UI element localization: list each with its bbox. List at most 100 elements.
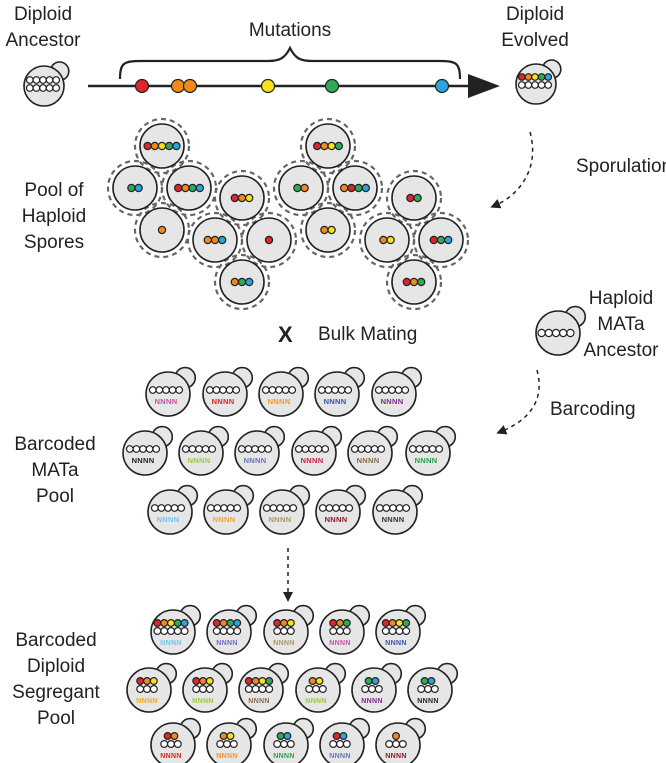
chromosome-slot	[361, 684, 370, 693]
mutation-dot	[340, 183, 349, 193]
chromosome-slot	[338, 504, 347, 512]
chromosome-slot	[428, 445, 437, 453]
diploid-segregant-cell: NNNN	[319, 604, 371, 655]
chromosome-slot	[225, 386, 234, 394]
mutation-dot	[258, 676, 267, 685]
mutation-dot	[149, 676, 158, 685]
chromosome-slot	[314, 445, 323, 453]
chromosome-slot	[208, 445, 217, 453]
mutation-dot	[406, 193, 415, 203]
chromosome-slot	[237, 445, 246, 453]
spore	[219, 259, 265, 305]
chromosome-slot	[517, 81, 526, 89]
chromosome-slot	[220, 504, 228, 512]
chromosome-slot	[39, 84, 47, 92]
mutation-dot	[329, 618, 338, 627]
mata-barcoded-cell: NNNN	[203, 484, 255, 535]
spore	[391, 259, 437, 305]
mata-barcoded-cell: NNNN	[347, 425, 399, 476]
spore-wall	[299, 117, 357, 175]
chromosome-slot	[381, 386, 390, 394]
diploid-ancestor-cell	[23, 61, 70, 107]
chromosome-slot	[265, 684, 274, 693]
chromosome-slot	[329, 626, 338, 635]
barcode-label: NNNN	[273, 753, 294, 760]
chromosome-slot	[294, 445, 303, 453]
mutation-dot	[379, 235, 388, 245]
mutation-dot	[163, 731, 172, 740]
chromosome-slot	[157, 504, 166, 512]
chromosome-slot	[401, 386, 410, 394]
cell-body	[347, 430, 393, 476]
barcode-label: NNNN	[415, 456, 438, 465]
diploid-segregant-cell: NNNN	[375, 604, 427, 655]
mutation-dot	[265, 676, 274, 685]
chromosome-slot	[153, 626, 162, 635]
chromosome-slot	[345, 504, 354, 512]
chromosome-slot	[275, 386, 283, 394]
mutation-dot	[334, 141, 343, 151]
label-mutations: Mutations	[248, 20, 332, 41]
mutation-dot	[172, 141, 181, 151]
chromosome-slot	[331, 386, 339, 394]
mutation-dot	[199, 676, 208, 685]
chromosome-slot	[45, 84, 54, 92]
chromosome-slot	[173, 739, 182, 748]
spore-wall	[213, 169, 271, 227]
chromosome-slot	[537, 81, 546, 89]
chromosome-slot	[39, 76, 47, 84]
barcode-label: NNNN	[269, 515, 292, 524]
mutation-dot	[371, 676, 380, 685]
chromosome-slot	[305, 684, 314, 693]
mutation-dot	[386, 235, 395, 245]
chromosome-slot	[381, 626, 390, 635]
mutation-dot	[226, 618, 235, 627]
chromosome-slot	[415, 445, 424, 453]
cell-body	[145, 371, 191, 417]
chromosome-slot	[219, 386, 227, 394]
chromosome-slot	[402, 626, 411, 635]
mutation-dot	[392, 731, 401, 740]
mutation-dot	[226, 731, 235, 740]
chromosome-slot	[233, 626, 242, 635]
barcode-label: NNNN	[216, 640, 237, 647]
chromosome-slot	[566, 328, 575, 338]
chromosome-slot	[308, 445, 316, 453]
chromosome-slot	[32, 76, 41, 84]
mata-barcoded-cell: NNNN	[314, 366, 366, 417]
cell-body	[315, 489, 361, 535]
mutation-dot	[164, 141, 174, 151]
mutation-dot	[230, 193, 239, 203]
mutation-dot	[188, 183, 197, 193]
mata-barcoded-cell: NNNN	[315, 484, 367, 535]
barcode-label: NNNN	[160, 753, 181, 760]
cell-body	[291, 430, 337, 476]
chromosome-slot	[324, 386, 333, 394]
mutation-dot	[203, 235, 212, 245]
chromosome-slot	[181, 445, 190, 453]
chromosome-slot	[318, 684, 327, 693]
spore	[139, 123, 185, 169]
tetrad	[358, 169, 470, 311]
label-barcoded-mata-pool: Barcoded MATa Pool	[14, 434, 96, 507]
chromosome-slot	[280, 626, 289, 635]
chromosome-slot	[329, 739, 338, 748]
chromosome-slot	[32, 84, 41, 92]
mutation-dot	[170, 731, 179, 740]
diploid-segregant-cell: NNNN	[295, 662, 347, 713]
chromosome-slot	[25, 84, 34, 92]
spore	[332, 165, 378, 211]
cell-body	[259, 489, 305, 535]
mutation-dot	[181, 183, 190, 193]
chromosome-slot	[336, 626, 345, 635]
chromosome-slot	[544, 81, 553, 89]
chromosome-slot	[162, 386, 170, 394]
mutation-dot	[327, 141, 336, 151]
cell-body	[371, 371, 417, 417]
chromosome-slot	[318, 504, 327, 512]
barcode-label: NNNN	[361, 698, 382, 705]
chromosome-slot	[273, 739, 282, 748]
mutation-dot	[544, 73, 553, 81]
barcode-label: NNNN	[324, 397, 347, 406]
cell-body	[258, 371, 304, 417]
